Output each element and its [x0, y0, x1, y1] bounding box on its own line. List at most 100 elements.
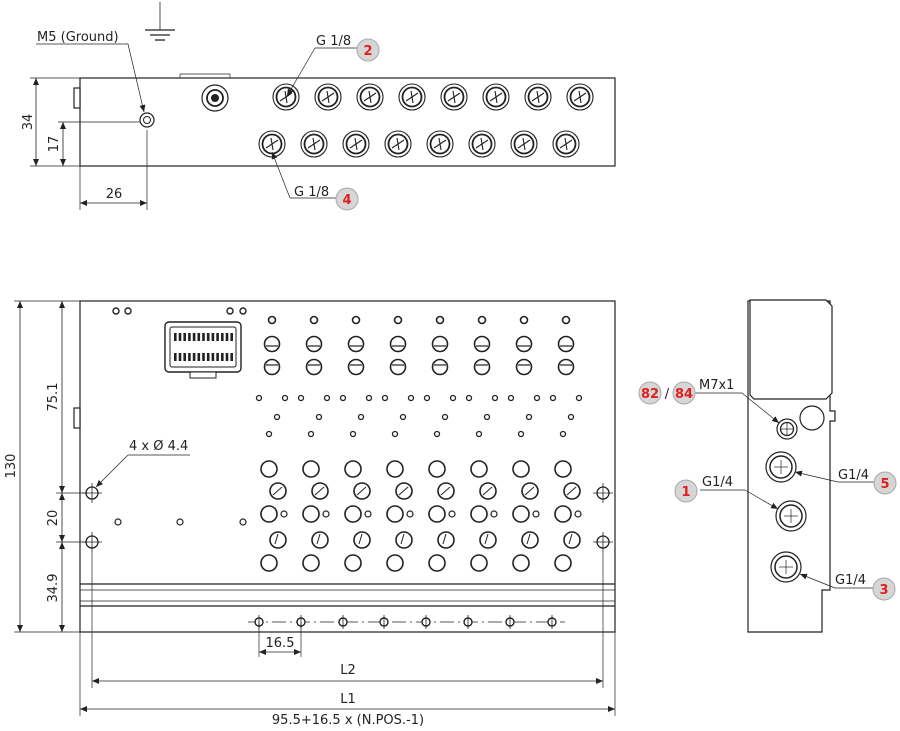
dim-l1: L1 95.5+16.5 x (N.POS.-1) [79, 632, 616, 728]
connector-pin [183, 333, 186, 341]
dim-130: 130 [4, 300, 80, 633]
ground-screw [139, 112, 155, 128]
connector-pin [221, 333, 224, 341]
upper-port-3 [356, 83, 384, 111]
ground-label: M5 (Ground) [37, 30, 119, 45]
port-1-leader: G1/4 1 [674, 475, 779, 510]
small-hole [226, 307, 234, 315]
upper-port-8 [566, 83, 594, 111]
lower-port-label: G 1/8 [294, 185, 329, 200]
valve-column-4 [381, 315, 415, 572]
small-hole [114, 518, 122, 526]
lower-port-8 [552, 130, 580, 158]
small-hole [112, 307, 120, 315]
lower-port-1 [258, 130, 286, 158]
valve-column-2 [297, 315, 331, 572]
rail-screw-5 [421, 615, 431, 629]
pilot-port-leader [694, 392, 780, 424]
connector-pin [178, 333, 182, 341]
lower-port-6 [468, 130, 496, 158]
connector-pin [192, 353, 196, 361]
rail-screw-7 [505, 615, 515, 629]
port-5 [765, 451, 797, 483]
side-view: 82 / 84 M7x1 G1/4 5 G1/4 [638, 299, 897, 633]
connector-pin [197, 333, 201, 341]
lower-port-4 [384, 130, 412, 158]
dim-34: 34 [21, 77, 80, 167]
port-3-label: G1/4 [835, 573, 866, 588]
rail-screw-8 [547, 615, 557, 629]
connector-pin [192, 333, 196, 341]
port-5-label: G1/4 [838, 468, 869, 483]
mount-hole-leader [95, 454, 190, 488]
connector-pin [174, 353, 177, 361]
upper-port-callout: G 1/8 2 [286, 34, 380, 97]
callout-84-badge [672, 381, 696, 405]
rail-screw-6 [463, 615, 473, 629]
callout-separator: / [665, 387, 670, 402]
connector-pin [202, 333, 205, 341]
connector-pin [225, 333, 229, 341]
valve-column-1 [255, 315, 289, 572]
upper-port-6 [482, 83, 510, 111]
small-hole [124, 307, 132, 315]
small-hole [176, 518, 184, 526]
dim-16-5: 16.5 [258, 622, 302, 657]
lower-port-callout: G 1/8 4 [271, 151, 359, 211]
callout-4: 4 [342, 193, 351, 208]
front-small-holes [112, 307, 247, 526]
top-view-side-tab [73, 87, 81, 109]
callout-3: 3 [879, 583, 888, 598]
dim-16-5-label: 16.5 [266, 636, 295, 651]
connector-pin [211, 353, 215, 361]
callout-1: 1 [681, 485, 690, 500]
front-view-side-tab [73, 407, 81, 429]
dim-34-9: 34.9 [46, 542, 65, 632]
upper-port-2 [314, 83, 342, 111]
dim-26-label: 26 [106, 187, 123, 202]
upper-port-7 [524, 83, 552, 111]
ground-leader [36, 43, 146, 113]
lower-port-2 [300, 130, 328, 158]
connector-pin [206, 353, 210, 361]
front-view: 4 x Ø 4.4 130 75.1 20 34.9 [4, 300, 616, 728]
dim-17: 17 [47, 121, 140, 166]
callout-2: 2 [363, 44, 372, 59]
supply-fitting [201, 84, 229, 112]
port-5-leader: G1/4 5 [794, 468, 897, 495]
connector-pin [230, 353, 233, 361]
dim-l2: L2 [91, 552, 604, 688]
valve-column-3 [339, 315, 373, 572]
solenoid-housing [749, 299, 833, 400]
pilot-thread-label: M7x1 [699, 378, 734, 393]
connector-pin [188, 333, 191, 341]
ground-icon [145, 2, 175, 41]
connector-pin [216, 333, 219, 341]
small-hole [239, 307, 247, 315]
upper-port-label: G 1/8 [316, 34, 351, 49]
connector-pin [188, 353, 191, 361]
dim-17-label: 17 [47, 136, 62, 153]
mount-holes-label: 4 x Ø 4.4 [129, 439, 188, 454]
upper-port-1 [272, 83, 300, 111]
connector-pin [183, 353, 186, 361]
connector-pin [225, 353, 229, 361]
valve-column-6 [465, 315, 499, 572]
upper-port-4 [398, 83, 426, 111]
mount-hole-4 [593, 532, 613, 552]
valve-column-8 [549, 315, 583, 572]
connector-pin [197, 353, 201, 361]
connector-pin [216, 353, 219, 361]
dim-20-label: 20 [46, 510, 61, 527]
manual-override [799, 405, 825, 431]
callout-5: 5 [880, 477, 889, 492]
top-view: M5 (Ground) G 1/8 2 G 1/8 4 [21, 2, 616, 211]
connector-pin [211, 333, 215, 341]
upper-port-5 [440, 83, 468, 111]
dim-34-label: 34 [21, 114, 36, 131]
dim-34-9-label: 34.9 [46, 574, 61, 603]
rail-screw-4 [379, 615, 389, 629]
callout-84: 84 [675, 387, 693, 402]
port-1-label: G1/4 [702, 475, 733, 490]
connector-pin [202, 353, 205, 361]
